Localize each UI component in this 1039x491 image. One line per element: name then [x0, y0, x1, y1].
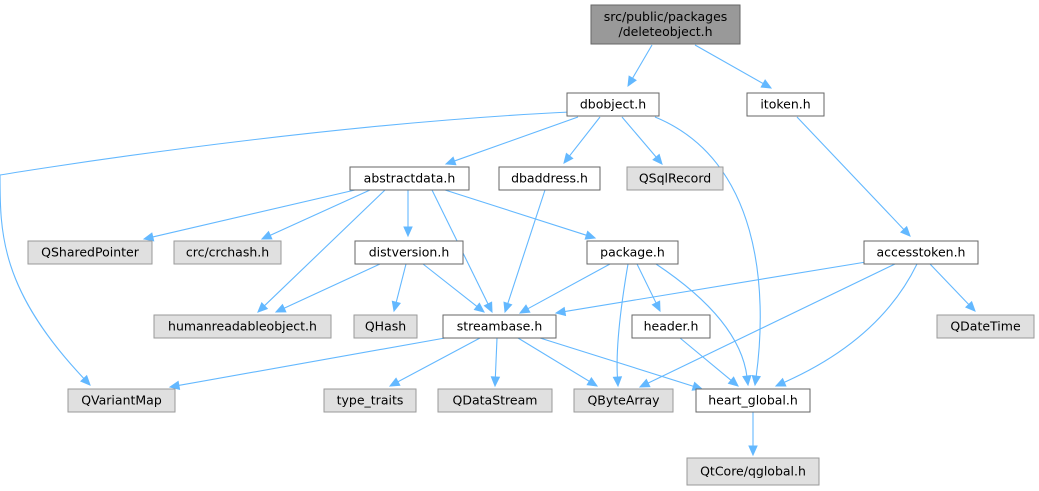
node-label: /deleteobject.h	[618, 24, 712, 39]
node-distversion[interactable]: distversion.h	[354, 240, 464, 265]
node-qsharedpointer: QSharedPointer	[27, 240, 153, 265]
edge-package-to-streambase	[518, 263, 611, 314]
edge-heartglobal-to-qglobal	[748, 412, 758, 457]
node-header[interactable]: header.h	[631, 314, 711, 339]
node-label: QDataStream	[453, 393, 538, 408]
edge-accesstoken-to-qbytearray	[638, 263, 896, 388]
node-itoken[interactable]: itoken.h	[746, 92, 825, 117]
edge-streambase-to-qbytearray	[517, 337, 599, 387]
edge-distversion-to-qhash	[391, 263, 407, 313]
edge-abstractdata-to-humanreadable	[257, 189, 386, 313]
edge-abstractdata-to-package	[444, 189, 597, 240]
node-layer: src/public/packages/deleteobject.h dbobje…	[27, 4, 1035, 486]
edge-dbobject-to-heartglobal	[654, 116, 762, 387]
edge-distversion-to-streambase	[422, 263, 485, 313]
edge-distversion-to-humanreadable	[274, 263, 381, 313]
edge-header-to-heartglobal	[679, 337, 739, 387]
edge-package-to-header	[636, 263, 661, 313]
node-qvariantmap: QVariantMap	[67, 388, 176, 413]
node-qdatastream: QDataStream	[437, 388, 553, 413]
node-label: QHash	[365, 319, 406, 334]
edge-accesstoken-to-heartglobal	[774, 263, 918, 387]
node-label: streambase.h	[457, 319, 543, 334]
node-label: QVariantMap	[81, 393, 162, 408]
node-dbobject[interactable]: dbobject.h	[566, 92, 660, 117]
edge-root-to-dbobject	[627, 44, 653, 88]
edge-package-to-qbytearray	[612, 263, 629, 388]
node-streambase[interactable]: streambase.h	[442, 314, 557, 339]
node-qglobal: QtCore/qglobal.h	[686, 457, 820, 486]
node-abstractdata[interactable]: abstractdata.h	[349, 166, 470, 191]
node-qsqlrecord: QSqlRecord	[626, 166, 724, 191]
node-humanreadable: humanreadableobject.h	[153, 314, 332, 339]
edge-package-to-heartglobal	[655, 263, 752, 387]
edge-accesstoken-to-qdatetime	[929, 263, 976, 312]
node-label: dbobject.h	[580, 97, 646, 112]
edge-streambase-to-typetraits	[388, 337, 481, 387]
edge-layer	[0, 44, 976, 457]
node-label: QByteArray	[587, 393, 660, 408]
node-qbytearray: QByteArray	[573, 388, 674, 413]
node-root[interactable]: src/public/packages/deleteobject.h	[590, 4, 741, 45]
node-label: QtCore/qglobal.h	[700, 464, 806, 479]
edge-abstractdata-to-qsharedpointer	[142, 189, 356, 242]
node-label: accesstoken.h	[877, 245, 966, 260]
node-label: crc/crchash.h	[186, 245, 269, 260]
node-typetraits: type_traits	[323, 388, 417, 413]
node-package[interactable]: package.h	[586, 240, 679, 265]
edge-streambase-to-heartglobal	[539, 337, 704, 391]
node-label: distversion.h	[369, 245, 450, 260]
node-qdatetime: QDateTime	[936, 314, 1035, 339]
node-qhash: QHash	[353, 314, 418, 339]
node-accesstoken[interactable]: accesstoken.h	[863, 240, 979, 265]
edge-dbobject-to-qsqlrecord	[621, 116, 663, 165]
node-label: itoken.h	[760, 97, 810, 112]
node-label: QDateTime	[950, 319, 1021, 334]
node-label: header.h	[644, 319, 699, 334]
edge-dbobject-to-dbaddress	[563, 116, 601, 164]
node-label: type_traits	[337, 393, 404, 408]
edge-dbobject-to-abstractdata	[444, 116, 579, 166]
node-label: QSqlRecord	[639, 171, 711, 186]
node-crchash: crc/crchash.h	[173, 240, 282, 265]
node-label: humanreadableobject.h	[168, 319, 317, 334]
edge-streambase-to-qdatastream	[490, 337, 501, 388]
node-label: dbaddress.h	[511, 171, 588, 186]
node-label: heart_global.h	[708, 393, 798, 408]
node-label: abstractdata.h	[364, 171, 456, 186]
edge-dbaddress-to-streambase	[503, 189, 546, 314]
edge-itoken-to-accesstoken	[796, 116, 911, 237]
node-label: src/public/packages	[604, 9, 728, 24]
edge-abstractdata-to-distversion	[403, 190, 413, 238]
edge-accesstoken-to-streambase	[554, 261, 867, 317]
node-label: QSharedPointer	[41, 245, 140, 260]
node-heartglobal[interactable]: heart_global.h	[695, 388, 811, 413]
edge-dbobject-to-qvariantmap	[0, 111, 571, 386]
edge-abstractdata-to-crchash	[260, 189, 371, 240]
node-label: package.h	[600, 245, 665, 260]
edge-streambase-to-qvariantmap	[168, 337, 446, 391]
node-dbaddress[interactable]: dbaddress.h	[498, 166, 601, 191]
edge-root-to-itoken	[694, 44, 773, 89]
